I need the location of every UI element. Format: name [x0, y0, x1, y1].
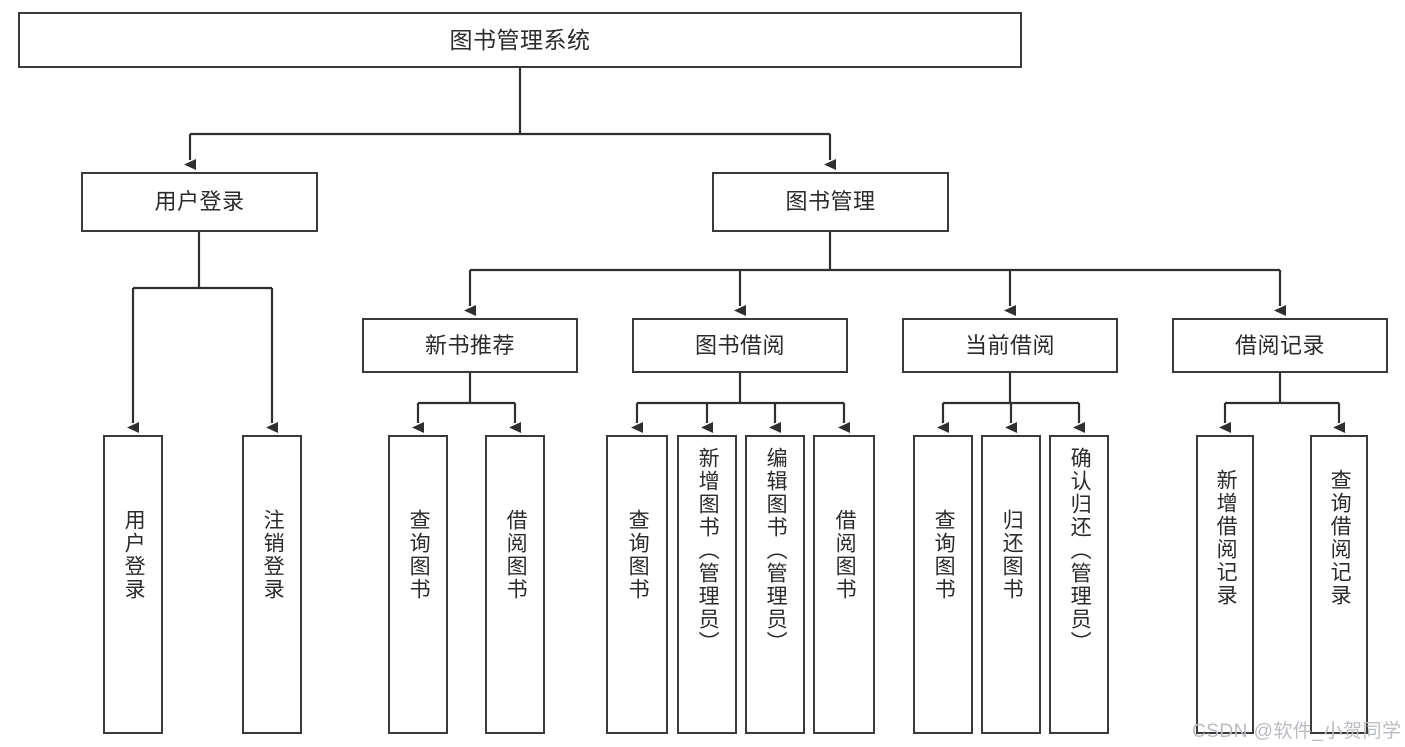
node-current-borrow-label: 当前借阅	[964, 332, 1055, 358]
node-leaf-edit-book[interactable]: 编辑图书（管理员）	[745, 435, 805, 734]
node-leaf-borrow-book-1-label: 借阅图书	[504, 509, 528, 601]
node-root[interactable]: 图书管理系统	[18, 12, 1022, 68]
node-book-manage-label: 图书管理	[785, 189, 876, 215]
node-new-book-rec-label: 新书推荐	[424, 332, 515, 358]
node-leaf-logout[interactable]: 注销登录	[242, 435, 302, 734]
node-borrow-record-label: 借阅记录	[1234, 332, 1325, 358]
node-current-borrow[interactable]: 当前借阅	[902, 318, 1118, 373]
node-leaf-query-book-1-label: 查询图书	[407, 509, 431, 601]
node-leaf-return-book[interactable]: 归还图书	[981, 435, 1041, 734]
node-leaf-return-book-label: 归还图书	[1000, 509, 1024, 601]
node-leaf-logout-label: 注销登录	[261, 509, 285, 601]
node-leaf-query-record[interactable]: 查询借阅记录	[1310, 435, 1368, 734]
node-leaf-add-book[interactable]: 新增图书（管理员）	[677, 435, 737, 734]
node-root-label: 图书管理系统	[449, 26, 591, 53]
node-leaf-query-book-2-label: 查询图书	[626, 509, 650, 601]
node-leaf-confirm-return[interactable]: 确认归还（管理员）	[1049, 435, 1109, 734]
node-user-login[interactable]: 用户登录	[81, 172, 318, 232]
node-leaf-borrow-book-2[interactable]: 借阅图书	[813, 435, 875, 734]
node-leaf-borrow-book-2-label: 借阅图书	[833, 509, 857, 601]
node-leaf-query-book-2[interactable]: 查询图书	[606, 435, 668, 734]
node-leaf-user-login[interactable]: 用户登录	[103, 435, 163, 734]
node-leaf-borrow-book-1[interactable]: 借阅图书	[485, 435, 545, 734]
csdn-watermark: CSDN @软件_小贺同学	[1192, 721, 1402, 742]
node-leaf-query-record-label: 查询借阅记录	[1328, 469, 1352, 607]
node-new-book-rec[interactable]: 新书推荐	[362, 318, 578, 373]
node-leaf-add-book-label: 新增图书（管理员）	[696, 447, 720, 654]
node-book-borrow[interactable]: 图书借阅	[632, 318, 848, 373]
node-leaf-add-record-label: 新增借阅记录	[1214, 469, 1238, 607]
node-book-borrow-label: 图书借阅	[694, 332, 785, 358]
node-book-manage[interactable]: 图书管理	[712, 172, 949, 232]
node-leaf-add-record[interactable]: 新增借阅记录	[1196, 435, 1254, 734]
node-leaf-query-book-3[interactable]: 查询图书	[913, 435, 973, 734]
node-leaf-query-book-3-label: 查询图书	[932, 509, 956, 601]
node-leaf-confirm-return-label: 确认归还（管理员）	[1068, 447, 1092, 654]
node-borrow-record[interactable]: 借阅记录	[1172, 318, 1388, 373]
node-user-login-label: 用户登录	[154, 189, 245, 215]
node-leaf-edit-book-label: 编辑图书（管理员）	[764, 447, 788, 654]
node-leaf-query-book-1[interactable]: 查询图书	[388, 435, 448, 734]
node-leaf-user-login-label: 用户登录	[122, 509, 146, 601]
